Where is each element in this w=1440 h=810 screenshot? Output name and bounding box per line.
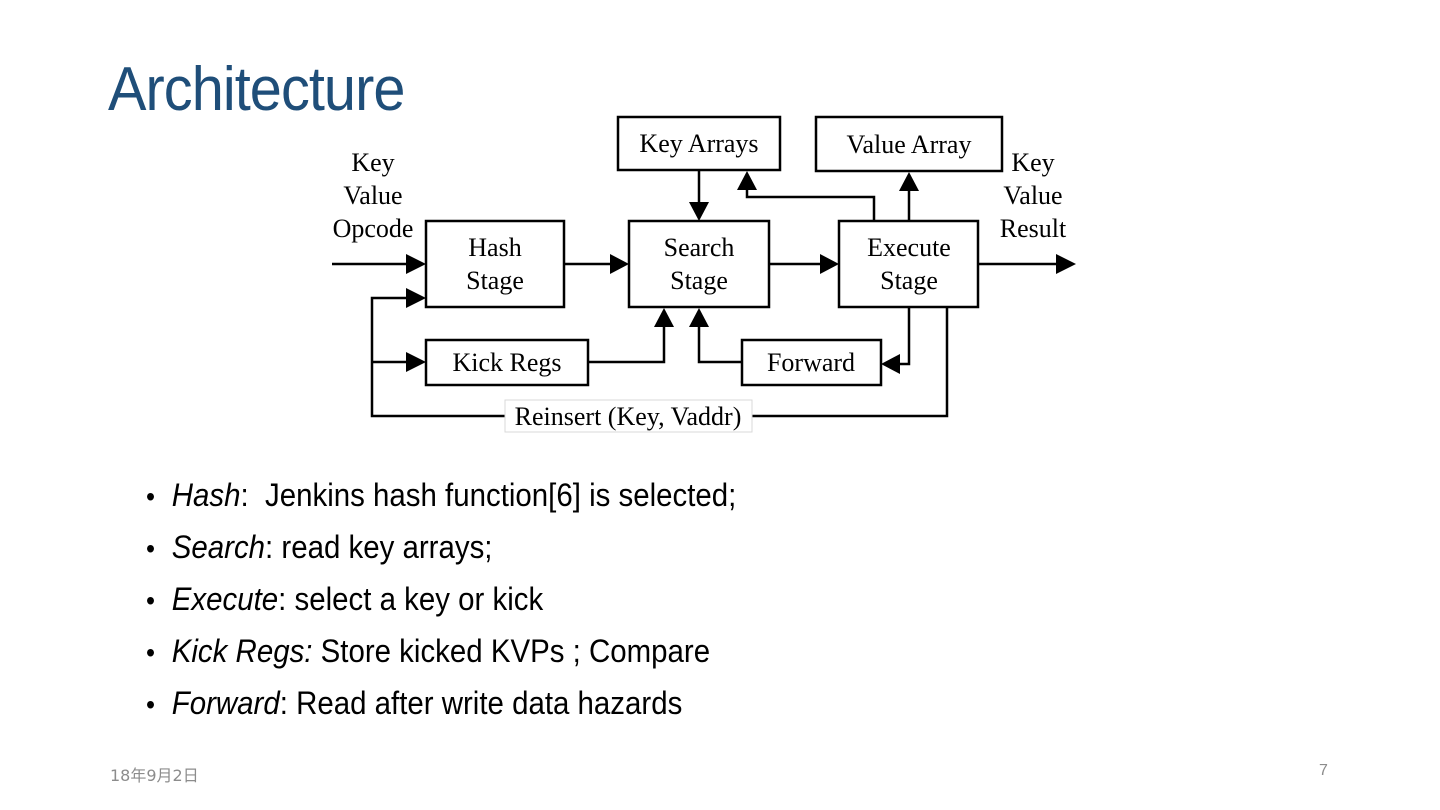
execute-to-forward-line <box>899 307 911 366</box>
bullet-term: Hash <box>171 477 241 513</box>
architecture-diagram: Key Arrays Value Array Hash Stage Search… <box>332 115 1076 433</box>
search-stage-label-1: Search <box>664 233 735 262</box>
kickregs-to-search-line <box>588 325 666 364</box>
bullet-text: Jenkins hash function[6] is selected; <box>265 477 737 513</box>
bullet-text: read key arrays; <box>281 529 493 565</box>
search-stage-label-2: Stage <box>670 266 728 295</box>
hash-stage-label-1: Hash <box>468 233 521 262</box>
bullet-item: • Kick Regs: Store kicked KVPs ; Compare <box>146 628 736 680</box>
bullet-dot: • <box>146 637 156 668</box>
bullet-dot: • <box>146 533 156 564</box>
reinsert-label: Reinsert (Key, Vaddr) <box>515 402 742 431</box>
bullet-term: Search <box>171 529 266 565</box>
bullet-text: Read after write data hazards <box>296 685 683 721</box>
key-arrays-label: Key Arrays <box>639 129 758 158</box>
bullet-dot: • <box>146 689 156 720</box>
hash-stage-label-2: Stage <box>466 266 524 295</box>
arrowhead-hash-reinsert <box>406 288 426 308</box>
input-label-key: Key <box>351 148 394 177</box>
reinsert-loop-line <box>370 296 949 418</box>
bullet-term: Kick Regs: <box>171 633 313 669</box>
bullet-text: select a key or kick <box>294 581 544 617</box>
output-label-value: Value <box>1003 181 1062 210</box>
key-arrays-block <box>616 115 782 172</box>
arrowhead-valuearray-up <box>899 172 919 191</box>
arrowhead-output <box>1056 254 1076 274</box>
forward-label: Forward <box>767 348 855 377</box>
bullet-dot: • <box>146 585 156 616</box>
bullet-separator: : <box>240 477 266 513</box>
bullet-item: • Search: read key arrays; <box>146 524 736 576</box>
page-number: 7 <box>1319 762 1328 779</box>
bullet-item: • Hash: Jenkins hash function[6] is selec… <box>146 472 736 524</box>
bullet-separator: : <box>278 581 295 617</box>
arrowhead-kickregs <box>406 352 426 372</box>
arrowhead-search <box>610 254 629 274</box>
arrowhead-kickregs-search <box>654 308 674 327</box>
forward-to-search-line <box>697 325 742 364</box>
bullet-term: Execute <box>171 581 279 617</box>
bullet-item: • Forward: Read after write data hazards <box>146 680 736 732</box>
kick-regs-label: Kick Regs <box>452 348 561 377</box>
forward-block <box>740 338 883 387</box>
bullet-item: • Execute: select a key or kick <box>146 576 736 628</box>
kick-regs-block <box>424 338 590 387</box>
reinsert-label-box <box>504 399 753 433</box>
bullet-text: Store kicked KVPs ; Compare <box>320 633 711 669</box>
arrowhead-forward <box>881 354 900 374</box>
output-label-key: Key <box>1011 148 1054 177</box>
bullet-separator: : <box>265 529 282 565</box>
bullet-term: Forward <box>171 685 280 721</box>
value-array-block <box>814 115 1004 173</box>
arrowhead-keyarrays-down <box>689 202 709 221</box>
bullet-list: • Hash: Jenkins hash function[6] is selec… <box>146 472 788 732</box>
search-stage-block <box>627 219 771 309</box>
arrowhead-keyarrays-up <box>737 171 757 190</box>
footer-date: 18年9月2日 <box>110 766 199 785</box>
execute-stage-label-2: Stage <box>880 266 938 295</box>
bullet-separator: : <box>279 685 297 721</box>
arrowhead-execute <box>820 254 839 274</box>
bullet-dot: • <box>146 481 156 512</box>
output-label-result: Result <box>1000 214 1067 243</box>
input-label-opcode: Opcode <box>333 214 414 243</box>
input-label-value: Value <box>343 181 402 210</box>
value-array-label: Value Array <box>847 130 972 159</box>
execute-to-keyarrays-line <box>745 188 876 221</box>
hash-stage-block <box>424 219 566 309</box>
execute-stage-label-1: Execute <box>867 233 951 262</box>
slide-title: Architecture <box>108 55 405 124</box>
arrowhead-forward-search <box>689 308 709 327</box>
arrowhead-input <box>406 254 426 274</box>
bullet-separator <box>312 633 320 669</box>
